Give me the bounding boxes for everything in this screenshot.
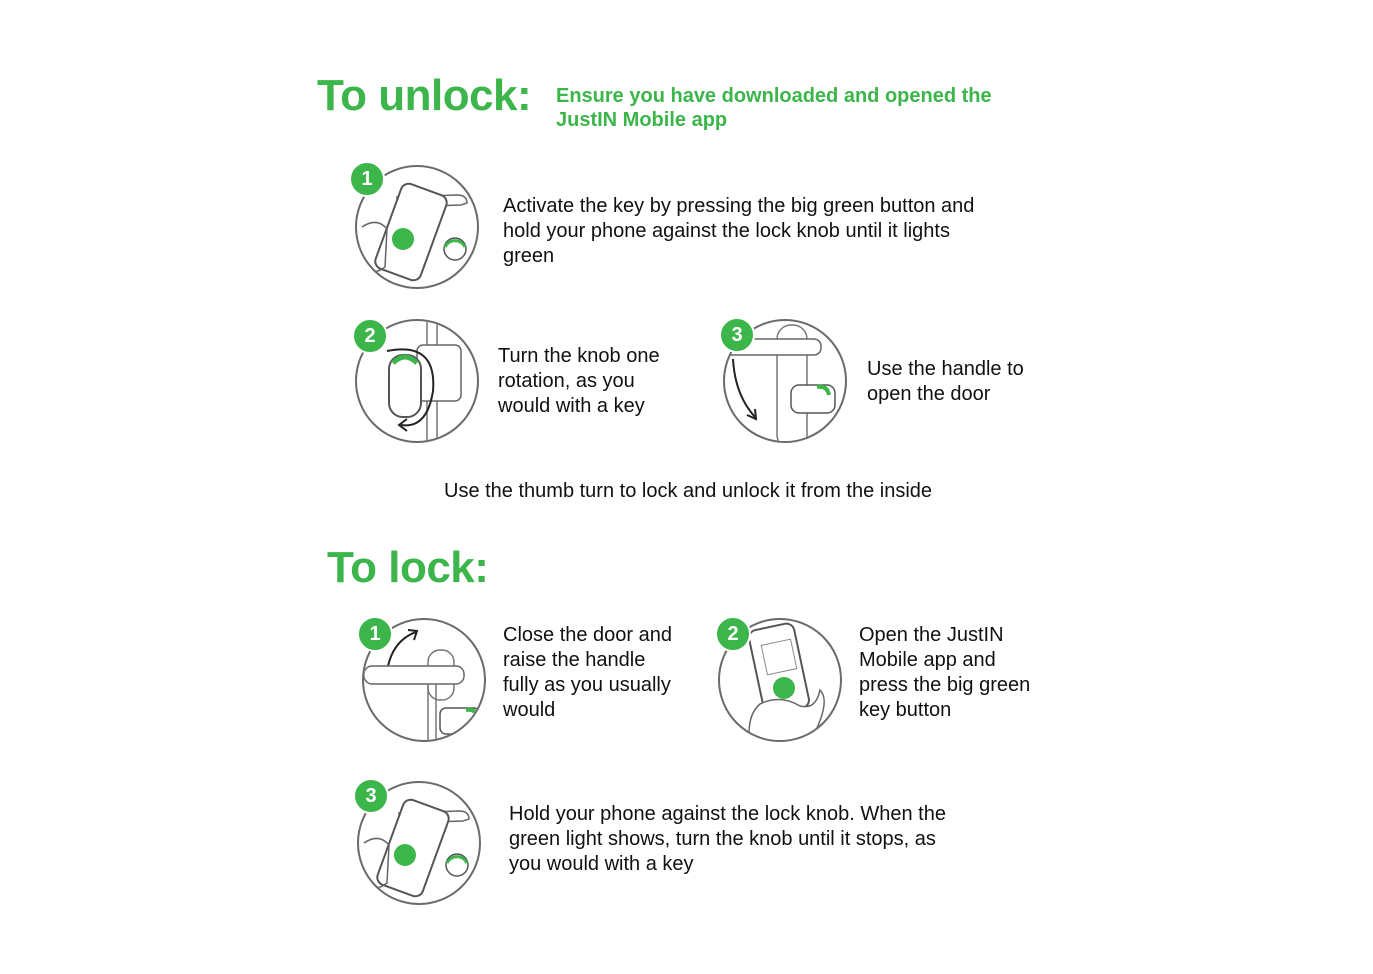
thumb-turn-note: Use the thumb turn to lock and unlock it… [444,480,933,502]
subtitle-line: JustIN Mobile app [556,109,728,131]
step-number-badge: 1 [357,616,393,652]
step-number-badge: 1 [349,161,385,197]
phone-against-lock-illustration [355,165,479,289]
step-number-badge: 2 [715,616,751,652]
text-line: raise the handle [503,649,646,671]
step-instruction: Open the JustIN Mobile app and press the… [859,623,1030,723]
text-line: Turn the knob one [498,345,660,367]
step-instruction: Activate the key by pressing the big gre… [503,194,974,269]
text-line: press the big green [859,674,1031,696]
text-line: would with a key [498,395,645,417]
step-instruction: Use the handle to open the door [867,357,1024,407]
step-number-badge: 3 [719,317,755,353]
text-line: green light shows, turn the knob until i… [509,828,936,850]
text-line: hold your phone against the lock knob un… [503,220,950,242]
text-line: Activate the key by pressing the big gre… [503,195,975,217]
phone-against-lock-illustration [357,781,481,905]
text-line: would [503,699,556,721]
text-line: green [503,245,555,267]
text-line: rotation, as you [498,370,635,392]
text-line: key button [859,699,952,721]
text-line: Open the JustIN [859,624,1004,646]
text-line: Use the handle to [867,358,1024,380]
step-number-badge: 2 [352,318,388,354]
step-instruction: Turn the knob one rotation, as you would… [498,344,660,419]
subtitle-line: Ensure you have downloaded and opened th… [556,85,992,107]
unlock-subtitle: Ensure you have downloaded and opened th… [556,84,992,132]
text-line: fully as you usually [503,674,671,696]
text-line: Close the door and [503,624,673,646]
unlock-title: To unlock: [317,71,532,120]
text-line: open the door [867,383,991,405]
step-number-badge: 3 [353,778,389,814]
text-line: Hold your phone against the lock knob. W… [509,803,946,825]
step-instruction: Hold your phone against the lock knob. W… [509,802,946,877]
text-line: Mobile app and [859,649,996,671]
step-instruction: Close the door and raise the handle full… [503,623,672,723]
text-line: you would with a key [509,853,694,875]
lock-title: To lock: [327,543,489,592]
